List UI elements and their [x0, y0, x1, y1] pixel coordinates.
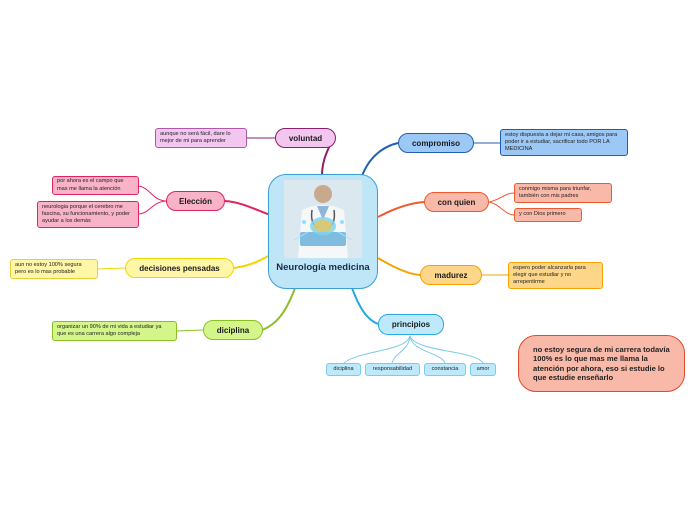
link-eleccion-leaf-1	[138, 185, 167, 202]
link-principios-leaf-2	[391, 335, 411, 364]
branch-madurez[interactable]: madurez	[420, 265, 482, 285]
doctor-brain-image	[284, 180, 362, 258]
central-topic[interactable]: Neurología medicina	[268, 174, 378, 289]
link-voluntad	[321, 144, 331, 177]
link-decisiones-leaf	[97, 267, 126, 270]
branch-diciplina[interactable]: diciplina	[203, 320, 263, 340]
branch-con-quien[interactable]: con quien	[424, 192, 489, 212]
leaf-con-quien-1[interactable]: conmigo misma para triunfar, también con…	[514, 183, 612, 203]
leaf-principio-amor[interactable]: amor	[470, 363, 496, 376]
branch-decisiones-pensadas[interactable]: decisiones pensadas	[125, 258, 234, 278]
link-eleccion	[224, 200, 271, 216]
leaf-principio-diciplina[interactable]: diciplina	[326, 363, 361, 376]
link-principios-leaf-3	[409, 335, 446, 364]
leaf-principio-responsabilidad[interactable]: responsabilidad	[365, 363, 420, 376]
central-topic-title: Neurología medicina	[276, 262, 370, 273]
link-diciplina	[261, 287, 296, 331]
link-madurez	[377, 257, 421, 276]
link-eleccion-leaf-2	[138, 200, 167, 215]
branch-principios[interactable]: principios	[378, 314, 444, 335]
link-compromiso	[361, 142, 399, 177]
link-principios	[351, 287, 379, 325]
branch-eleccion[interactable]: Elección	[166, 191, 225, 211]
doctor-brain-icon	[284, 180, 362, 258]
leaf-compromiso[interactable]: estoy dispuesta a dejar mi casa, amigos …	[500, 129, 628, 156]
leaf-madurez[interactable]: espero poder alcanzarla para elegir que …	[508, 262, 603, 289]
leaf-con-quien-2[interactable]: y con Dios primero	[514, 208, 582, 222]
link-conquien	[377, 201, 425, 218]
link-decisiones	[233, 254, 271, 269]
link-diciplina-leaf	[176, 329, 204, 332]
link-conquien-leaf-1	[488, 192, 515, 203]
link-principios-leaf-1	[343, 335, 411, 364]
leaf-eleccion-2[interactable]: neurologia porque el cerebro me fascina,…	[37, 201, 139, 228]
branch-compromiso[interactable]: compromiso	[398, 133, 474, 153]
link-principios-leaf-4	[409, 335, 484, 364]
branch-voluntad[interactable]: voluntad	[275, 128, 336, 148]
leaf-eleccion-1[interactable]: por ahora es el campo que mas me llama l…	[52, 176, 139, 195]
leaf-principio-constancia[interactable]: constancia	[424, 363, 466, 376]
floating-note[interactable]: no estoy segura de mi carrera todavía 10…	[518, 335, 685, 392]
leaf-voluntad[interactable]: aunque no será fácil, dare lo mejor de m…	[155, 128, 247, 148]
leaf-diciplina[interactable]: organizar un 90% de mi vida a estudiar y…	[52, 321, 177, 341]
link-conquien-leaf-2	[488, 201, 515, 216]
leaf-decisiones[interactable]: aun no estoy 100% segura pero es lo mas …	[10, 259, 98, 279]
